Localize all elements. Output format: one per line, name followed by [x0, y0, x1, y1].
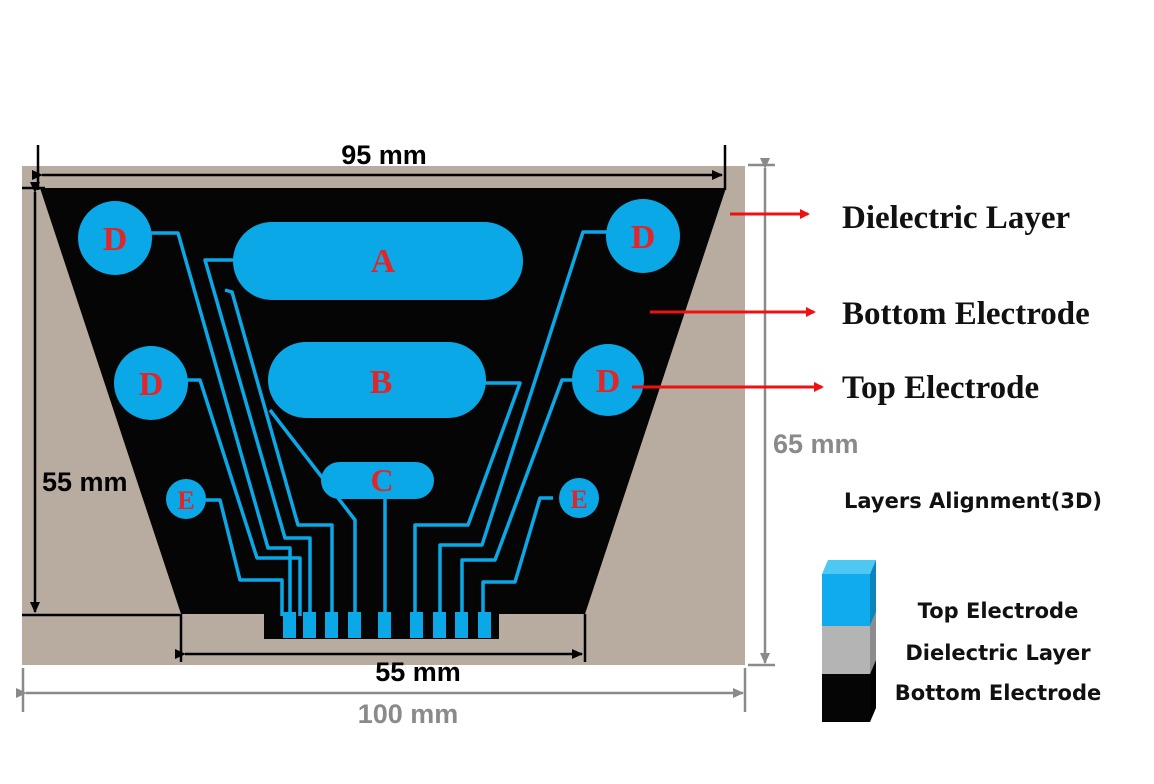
trace-a [203, 258, 312, 616]
trace-left-4 [224, 288, 334, 616]
layer-pointer-arrows [632, 209, 824, 392]
pad-a-label: A [371, 243, 396, 280]
dimension-lines [16, 145, 775, 712]
pad-d-top-right [606, 199, 680, 273]
stack-top-face [822, 560, 876, 574]
pad-d-label: D [631, 219, 656, 256]
pad-e-left [166, 479, 206, 519]
label-top-electrode: Top Electrode [842, 370, 1039, 406]
pad-d-label: D [596, 363, 621, 400]
dim-top-width-label: 95 mm [341, 140, 427, 170]
layer-stack-3d [822, 560, 876, 722]
pad-c [321, 462, 434, 499]
pad-d-mid-right [572, 344, 644, 416]
pin [325, 612, 338, 638]
trace-left-3 [205, 498, 284, 616]
legend-bottom-electrode: Bottom Electrode [895, 681, 1101, 705]
dim-total-height-label: 65 mm [773, 429, 859, 459]
trace-center-l [268, 408, 357, 616]
pin [378, 612, 391, 638]
pad-c-label: C [370, 462, 393, 498]
pad-b-label: B [370, 364, 393, 401]
pad-d-label: D [103, 221, 128, 258]
pad-a [233, 222, 523, 300]
pad-b [268, 342, 486, 418]
electrode-traces [150, 230, 610, 616]
trace-right-3 [481, 496, 553, 616]
legend-dielectric-layer: Dielectric Layer [905, 641, 1091, 665]
pad-e-label: E [570, 485, 587, 514]
trace-left-1 [150, 231, 292, 616]
trace-right-2 [460, 378, 578, 616]
pin [455, 612, 468, 638]
dim-left-height-label: 55 mm [42, 467, 128, 497]
pin [433, 612, 446, 638]
connector-pins [283, 612, 491, 638]
stack-top-layer [822, 574, 870, 626]
pin [478, 612, 491, 638]
label-bottom-electrode: Bottom Electrode [842, 296, 1090, 332]
stack-dielectric-layer [822, 626, 870, 674]
pad-e-label: E [177, 486, 194, 515]
trace-right-1 [438, 230, 610, 616]
pad-e-right [559, 478, 599, 518]
label-dielectric-layer: Dielectric Layer [842, 200, 1070, 236]
stack-bottom-layer [822, 674, 870, 722]
pad-d-top-left [78, 201, 152, 275]
stack-top-side [870, 560, 876, 626]
legend-top-electrode: Top Electrode [918, 599, 1079, 623]
pin [410, 612, 423, 638]
pin [303, 612, 316, 638]
trace-left-2 [182, 378, 302, 616]
pad-d-label: D [139, 366, 164, 403]
dim-bottom-width-label: 55 mm [375, 657, 461, 687]
stack-bottom-side [870, 660, 876, 722]
pad-d-mid-left [114, 346, 188, 420]
stack-dielectric-side [870, 612, 876, 674]
legend-title: Layers Alignment(3D) [844, 489, 1102, 513]
dim-total-width-label: 100 mm [358, 699, 459, 729]
pin [283, 612, 296, 638]
trace-center-r [413, 381, 522, 616]
electrode-pads [78, 199, 680, 519]
pin [348, 612, 361, 638]
